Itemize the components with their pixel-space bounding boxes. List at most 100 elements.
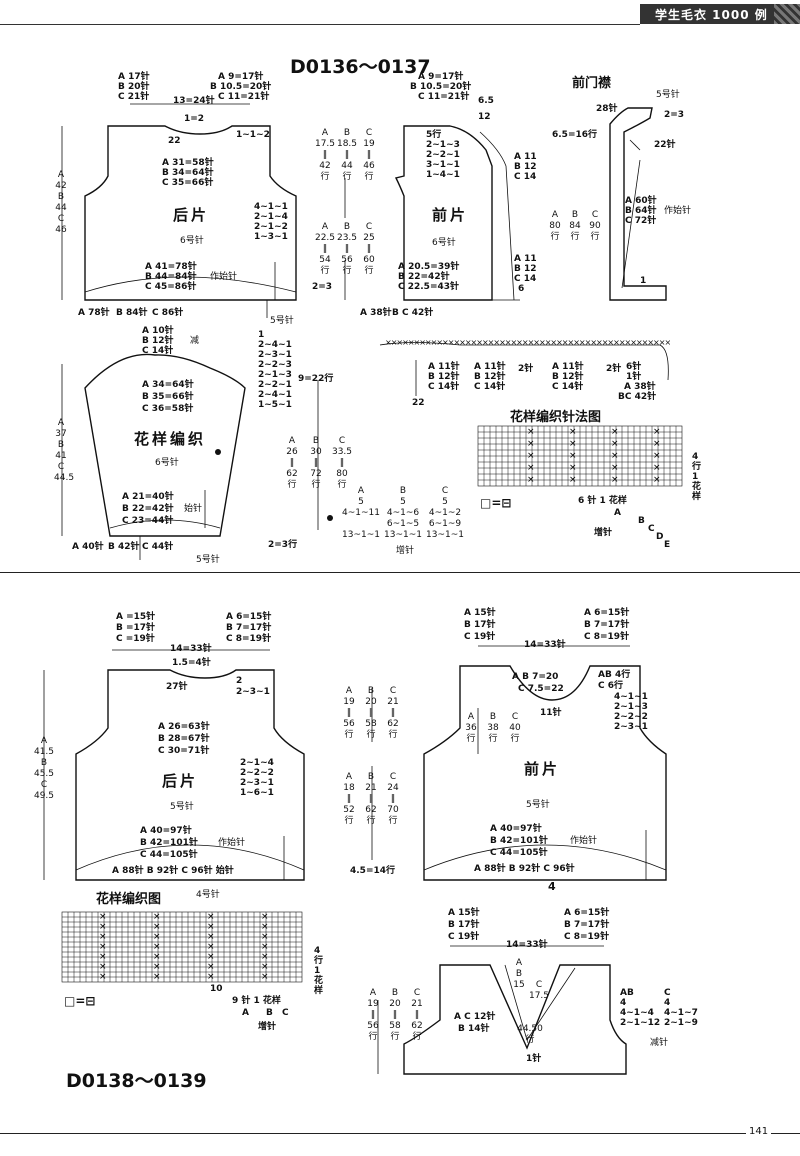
sleeve-top-note: 减 <box>190 336 200 346</box>
stitch-mark-a: A <box>614 508 621 518</box>
b-back-shoulder-left-b: B =17针 <box>116 623 156 633</box>
b-front-shoulder-left-c: C 19针 <box>464 632 496 642</box>
front-side-a-3: C 14 <box>514 172 537 182</box>
b-front-neck-right-1: AB 4行 <box>598 670 631 680</box>
svg-text:×: × <box>261 952 269 962</box>
b-back-chest-c: C 30=71针 <box>158 746 210 756</box>
svg-text:×: × <box>153 972 161 982</box>
sleeve-bottom-b: B 42针 <box>108 542 140 552</box>
header-rule <box>0 24 640 25</box>
b-back-neck-dec-2: 2~3~1 <box>236 687 270 697</box>
b-back-bottom: A 88针 B 92针 C 96针 始针 <box>112 866 234 876</box>
sleeve-upper-b: B 35=66针 <box>142 392 194 402</box>
crochet-right-2: 1针 <box>626 372 642 382</box>
svg-text:×: × <box>153 922 161 932</box>
svg-text:×: × <box>611 439 619 449</box>
b-front-hem-note: 作始针 <box>570 836 598 846</box>
b-back-armhole-4: 1~6~1 <box>240 788 274 798</box>
back-bottom-c: C 86针 <box>152 308 184 318</box>
stitch-inc-top: 增针 <box>594 528 613 538</box>
b-front-hem-a: A 40=97针 <box>490 824 542 834</box>
front-side-num: 6 <box>518 284 525 294</box>
svg-text:×: × <box>261 932 269 942</box>
b-chart-mark-c: C <box>282 1008 289 1018</box>
b-back-armhole-1: 2~1~4 <box>240 758 274 768</box>
front-collar: 6.5 <box>478 96 494 106</box>
sleeve-cap-rows: 9=22行 <box>298 374 334 384</box>
b-front-bottom-mark: 4 <box>548 880 556 893</box>
crochet-c-1: A 11针 <box>552 362 584 372</box>
sleeve-upper-a: A 34=64针 <box>142 380 194 390</box>
svg-text:×: × <box>153 952 161 962</box>
svg-text:×: × <box>653 475 661 485</box>
front-needle: 6号针 <box>432 238 456 248</box>
b-front-shoulder-right-a: A 6=15针 <box>584 608 630 618</box>
placket-note: 作始针 <box>664 206 692 216</box>
back-neck-width: 13=24针 <box>173 96 215 106</box>
crochet-a-3: C 14针 <box>428 382 460 392</box>
stitch-chart-repeat-top: 6 针 1 花样 <box>578 496 627 506</box>
b-front-shoulder-right-c: C 8=19针 <box>584 632 630 642</box>
b-mid-rib: 4.5=14行 <box>350 866 396 876</box>
sleeve-hem-note: 始针 <box>184 504 203 514</box>
svg-text:×: × <box>569 463 577 473</box>
crochet-a-2: B 12针 <box>428 372 460 382</box>
front-shoulder-b: B 10.5=20针 <box>410 82 472 92</box>
back-chest-a: A 31=58针 <box>162 158 214 168</box>
svg-text:×: × <box>611 451 619 461</box>
b-front-neck-right-2: C 6行 <box>598 681 624 691</box>
front-hem-c: C 22.5=43针 <box>398 282 460 292</box>
svg-text:×: × <box>653 439 661 449</box>
b-front-needle: 5号针 <box>526 800 550 810</box>
back-armhole-dec-1: 4~1~1 <box>254 202 288 212</box>
placket-top: 2=3 <box>664 110 685 120</box>
svg-text:×: × <box>207 932 215 942</box>
b-chart-mark-a: A <box>242 1008 249 1018</box>
front-collar-mark: 12 <box>478 112 491 122</box>
section-divider <box>0 572 800 573</box>
svg-text:×: × <box>99 922 107 932</box>
back-hem-note: 作始针 <box>210 272 238 282</box>
b-back-shoulder-right-c: C 8=19针 <box>226 634 272 644</box>
placket-count-a: A 60针 <box>625 196 657 206</box>
b-back-hem-b: B 42=101针 <box>140 838 198 848</box>
svg-text:×: × <box>207 922 215 932</box>
svg-text:×: × <box>261 912 269 922</box>
stitch-chart-grid-top: ×××××××××××××××××××× <box>477 425 683 487</box>
stitch-legend-top: □=⊟ <box>480 496 512 510</box>
svg-text:×: × <box>99 912 107 922</box>
back-bottom-a: A 78针 <box>78 308 110 318</box>
b-chart-repeat: 9 针 1 花样 <box>232 996 281 1006</box>
b-back-needle: 5号针 <box>170 802 194 812</box>
sleeve-bottom-needle: 5号针 <box>196 555 220 565</box>
svg-text:×: × <box>261 922 269 932</box>
front-shoulder-c: C 11=21针 <box>418 92 470 102</box>
b-back-neck-dec-1: 2 <box>236 676 243 686</box>
front-side-a-2: B 12 <box>514 162 537 172</box>
front-shoulder-a: A 9=17针 <box>418 72 464 82</box>
b-front-shoulder-left-b: B 17针 <box>464 620 496 630</box>
crochet-a-1: A 11针 <box>428 362 460 372</box>
front-neck-dec-3: 2~2~1 <box>426 150 460 160</box>
placket-needle: 5号针 <box>656 90 680 100</box>
svg-text:×: × <box>611 463 619 473</box>
sleeve-bottom-a: A 40针 <box>72 542 104 552</box>
svg-text:×: × <box>153 912 161 922</box>
placket-count-c: C 72针 <box>625 216 657 226</box>
svg-text:×: × <box>261 972 269 982</box>
front-hem-a: A 20.5=39针 <box>398 262 460 272</box>
b-front-hem-c: C 44=105针 <box>490 848 548 858</box>
svg-text:×: × <box>153 962 161 972</box>
b-chart-mark-b: B <box>266 1008 273 1018</box>
back-chest-c: C 35=66针 <box>162 178 214 188</box>
v-left-label-1: A C 12针 <box>454 1012 496 1022</box>
page-number: 141 <box>746 1126 772 1137</box>
front-piece-label: 前片 <box>432 206 469 224</box>
b-back-hem-a: A 40=97针 <box>140 826 192 836</box>
sleeve-label: 花样编织 <box>134 430 207 448</box>
